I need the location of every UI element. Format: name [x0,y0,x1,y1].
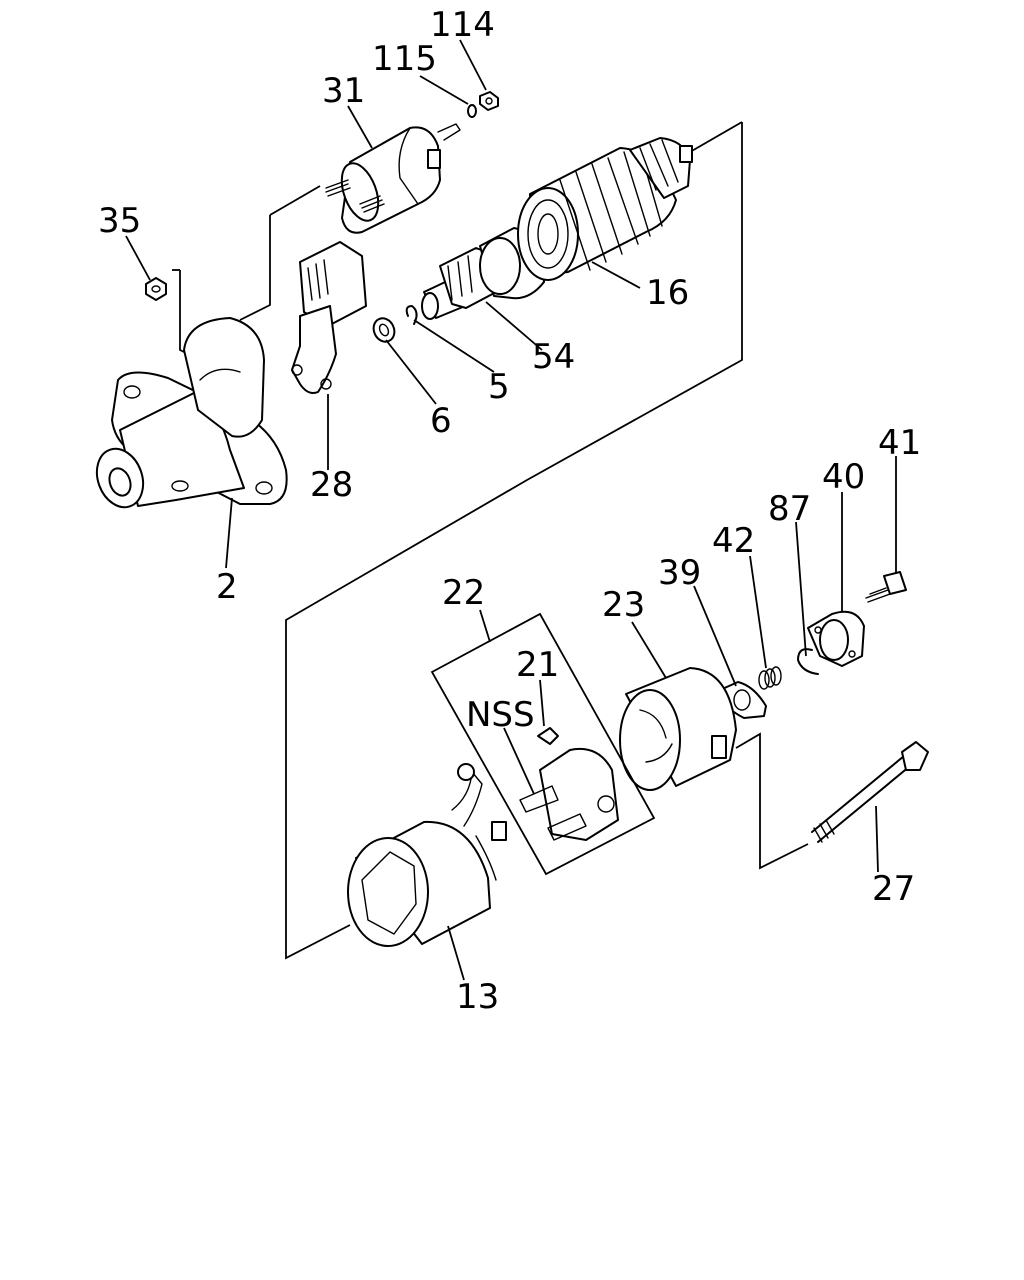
callout-2: 2 [216,567,238,607]
part-13-yoke [347,763,507,947]
callout-87: 87 [768,489,811,529]
part-87-clip [797,648,819,675]
assembly-frame-lines [172,121,809,960]
callout-13: 13 [456,977,499,1017]
callout-27: 27 [872,869,915,909]
callout-31: 31 [322,71,365,111]
part-2-drive-housing [95,317,288,509]
callout-114: 114 [430,5,495,45]
callout-42: 42 [712,521,755,561]
part-42-spring [758,666,782,690]
part-31-solenoid [325,123,461,234]
callout-115: 115 [372,39,437,79]
part-16-armature [517,137,693,281]
callout-23: 23 [602,585,645,625]
part-6-washer [372,317,396,343]
callout-35: 35 [98,201,141,241]
leader-lines [125,39,897,981]
part-114-nut [479,91,499,111]
callout-41: 41 [878,423,921,463]
callout-28: 28 [310,465,353,505]
part-115-washer [467,104,477,118]
callout-40: 40 [822,457,865,497]
part-28-shift-lever [291,241,367,394]
part-5-snap-ring [405,305,418,325]
callout-labels: 114 115 31 35 16 54 5 6 28 2 41 40 87 42… [98,5,921,1017]
part-35-nut [145,277,167,301]
part-41-screw [865,571,907,603]
callout-54: 54 [532,337,575,377]
part-23-end-frame [619,667,737,791]
callout-6: 6 [430,401,452,441]
part-40-end-cover [807,610,865,667]
callout-21: 21 [516,645,559,685]
part-22-brush-holder-group [430,612,656,876]
part-27-through-bolt [811,741,929,843]
callout-16: 16 [646,273,689,313]
callout-5: 5 [488,367,510,407]
callout-39: 39 [658,553,701,593]
callout-nss: NSS [466,695,535,735]
callout-22: 22 [442,573,485,613]
